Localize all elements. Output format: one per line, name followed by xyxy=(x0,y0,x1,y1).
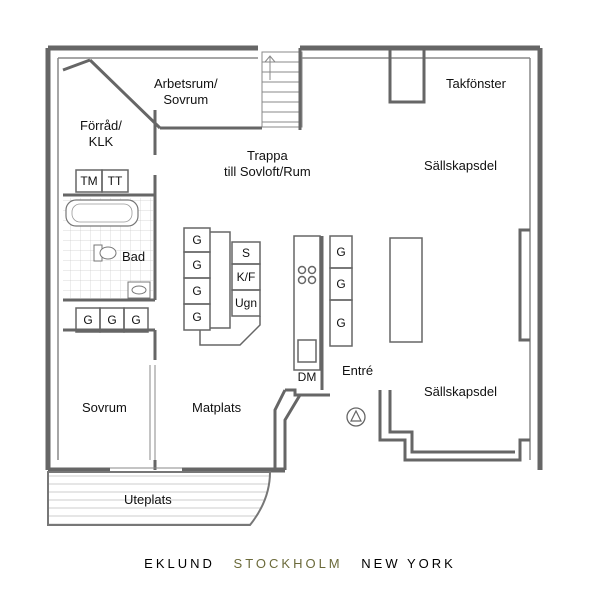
dryer-box xyxy=(101,169,129,193)
footer-newyork: NEW YORK xyxy=(361,556,456,571)
label-bad: Bad xyxy=(122,249,146,264)
label-g-island-1: G xyxy=(192,233,202,247)
bathtub xyxy=(65,199,139,227)
toilet xyxy=(93,244,117,262)
footer-eklund: EKLUND xyxy=(144,556,215,571)
sink xyxy=(127,281,151,299)
label-takfonster: Takfönster xyxy=(446,76,506,91)
kitchen-counter-right xyxy=(293,235,353,371)
label-g-counter-1: G xyxy=(336,245,346,259)
patio-deck xyxy=(47,471,272,526)
entrance-symbol xyxy=(346,407,366,427)
outer-walls-inner xyxy=(57,57,531,460)
label-s: S xyxy=(241,246,250,260)
footer-stockholm: STOCKHOLM xyxy=(233,556,343,571)
interior-walls xyxy=(62,48,302,470)
label-sallskapsdel-bottom: Sällskapsdel xyxy=(424,384,497,399)
label-tt: TT xyxy=(107,174,123,188)
entrance-walls xyxy=(273,388,330,470)
label-g-island-4: G xyxy=(192,310,202,324)
label-trappa: Trappa till Sovloft/Rum xyxy=(224,148,311,179)
closet-row xyxy=(75,307,149,333)
label-sovrum: Sovrum xyxy=(82,400,127,415)
label-ugn: Ugn xyxy=(234,296,257,310)
label-g-counter-2: G xyxy=(336,277,346,291)
label-g-closet-1: G xyxy=(83,313,93,327)
label-arbetsrum: Arbetsrum/ Sovrum xyxy=(154,76,218,107)
label-entre: Entré xyxy=(342,363,374,378)
label-dm: DM xyxy=(297,370,317,384)
label-g-closet-3: G xyxy=(131,313,141,327)
label-uteplats: Uteplats xyxy=(124,492,172,507)
label-matplats: Matplats xyxy=(192,400,242,415)
skylight-recess xyxy=(388,48,426,104)
label-g-island-2: G xyxy=(192,258,202,272)
label-g-island-3: G xyxy=(192,284,202,298)
label-sallskapsdel-top: Sällskapsdel xyxy=(424,158,497,173)
stair xyxy=(261,51,303,128)
kitchen-island-left xyxy=(183,227,261,346)
column xyxy=(389,237,423,343)
label-kf: K/F xyxy=(236,270,256,284)
label-tm: TM xyxy=(80,174,98,188)
right-bay xyxy=(378,228,530,462)
footer-brand: EKLUND STOCKHOLM NEW YORK xyxy=(0,556,600,571)
label-g-counter-3: G xyxy=(336,316,346,330)
outer-walls xyxy=(45,45,543,473)
label-g-closet-2: G xyxy=(107,313,117,327)
label-forrad: Förråd/ KLK xyxy=(80,118,122,149)
bottom-windows xyxy=(110,365,182,473)
